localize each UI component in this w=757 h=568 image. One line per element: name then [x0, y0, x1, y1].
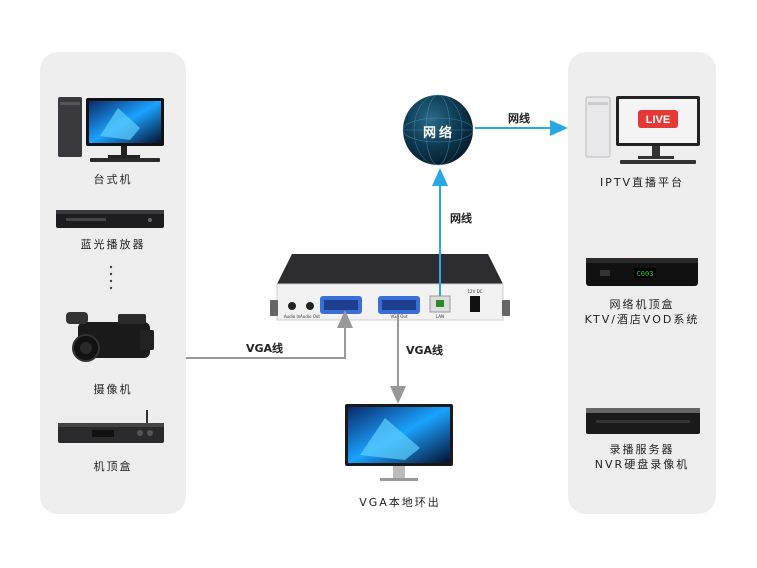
edge-label-net-to-iptv: 网线: [508, 112, 530, 125]
port-audio-in: Audio In: [284, 314, 301, 319]
right-device-label-nvr-line1: 录播服务器: [609, 443, 675, 456]
live-badge: LIVE: [646, 114, 670, 126]
right-device-label-stb-line1: 网络机顶盒: [609, 298, 675, 311]
desktop-computer-icon: [58, 97, 164, 162]
iptv-desktop-icon: [585, 96, 700, 164]
network-stb-icon: [586, 258, 698, 286]
right-device-label-nvr-line2: NVR硬盘录像机: [594, 458, 690, 471]
set-top-box-icon: [58, 410, 164, 443]
port-vga-out: VGA Out: [390, 314, 408, 319]
loop-out-label: VGA本地环出: [359, 496, 441, 509]
network-globe-icon: [402, 94, 474, 166]
port-power: 12V DC: [468, 289, 483, 294]
stb-display: C003: [637, 270, 654, 278]
port-audio-out: Audio Out: [300, 314, 320, 319]
left-device-label-stb: 机顶盒: [93, 460, 133, 473]
network-label: 网络: [422, 126, 455, 141]
left-device-label-bluray: 蓝光播放器: [80, 238, 146, 251]
edge-label-encoder-to-net: 网线: [450, 212, 472, 225]
blu-ray-player-icon: [56, 210, 164, 228]
edge-label-vga-out: VGA线: [406, 344, 444, 357]
nvr-recorder-icon: [586, 408, 700, 434]
vga-in-line: [186, 310, 353, 359]
right-device-label-iptv: IPTV直播平台: [599, 176, 685, 189]
left-device-label-desktop: 台式机: [93, 173, 133, 186]
camcorder-icon: [66, 312, 154, 362]
right-device-label-stb-line2: KTV/酒店VOD系统: [584, 313, 700, 326]
left-device-label-camcorder: 摄像机: [93, 383, 133, 396]
port-lan: LAN: [436, 314, 444, 319]
more-devices-dots: [109, 265, 113, 290]
edge-label-vga-in: VGA线: [246, 342, 284, 355]
encoder-device: [270, 254, 510, 321]
loop-out-monitor-icon: [345, 404, 453, 481]
